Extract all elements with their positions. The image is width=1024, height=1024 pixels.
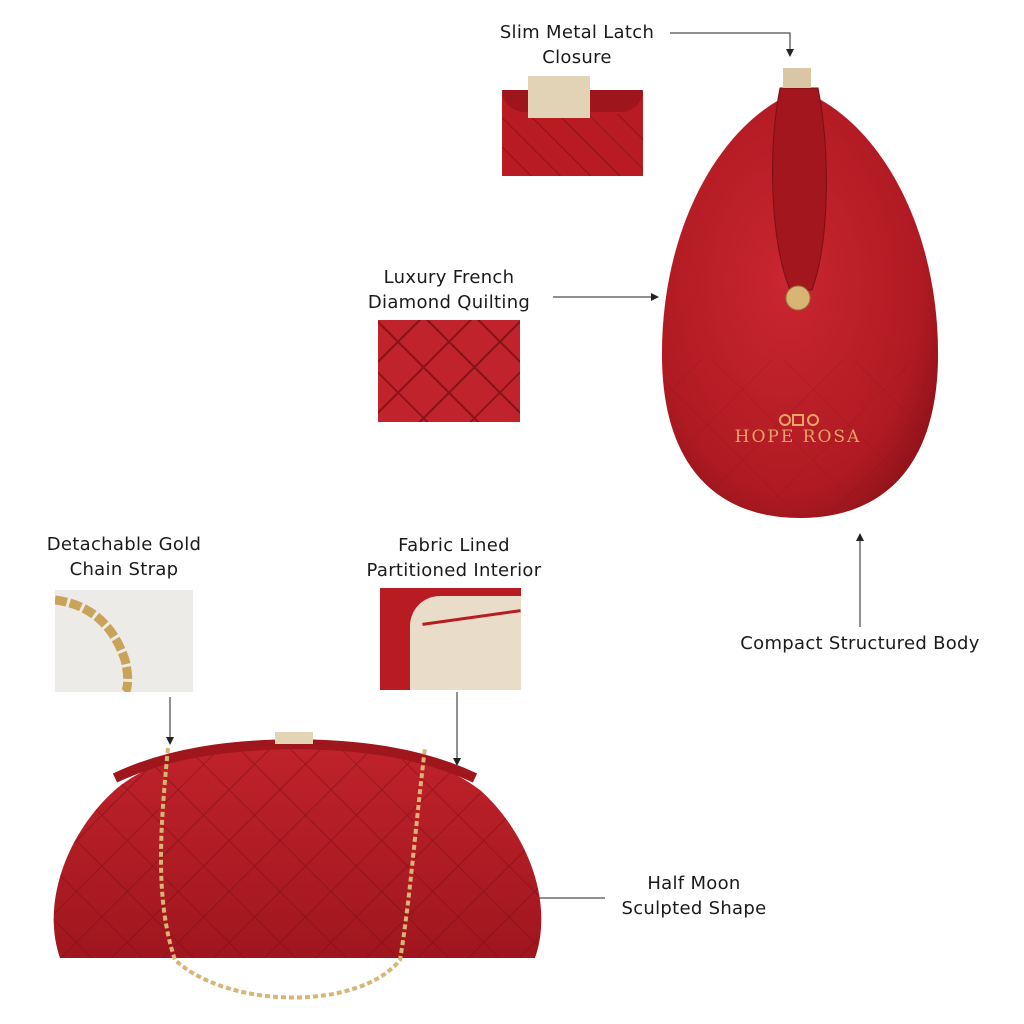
callout-text: Half Moon (647, 873, 741, 894)
callout-text: Slim Metal Latch (499, 22, 655, 43)
callout-text: Luxury French (383, 267, 515, 288)
interior-closeup-image (380, 588, 521, 690)
callout-interior: Fabric Lined Partitioned Interior (344, 533, 564, 583)
chain-closeup-image (55, 590, 193, 692)
chain-strap (158, 747, 427, 1000)
latch-closeup-image (502, 68, 643, 176)
callout-text: Fabric Lined (398, 535, 510, 556)
callout-text: Detachable Gold (46, 534, 202, 555)
metal-latch (275, 732, 313, 744)
connector-lines (166, 32, 864, 902)
callout-text: Diamond Quilting (367, 292, 531, 313)
callout-chain: Detachable Gold Chain Strap (24, 532, 224, 582)
callout-shape: Half Moon Sculpted Shape (594, 871, 794, 921)
callout-text: Sculpted Shape (621, 898, 767, 919)
callout-text: Compact Structured Body (740, 633, 980, 654)
side-view-bag: HOPE ROSA (661, 68, 939, 518)
callout-latch: Slim Metal Latch Closure (477, 20, 677, 70)
latch-connector (670, 32, 794, 57)
half-moon-bag (53, 732, 542, 1000)
quilting-closeup-image (378, 320, 520, 422)
callout-text: Chain Strap (69, 559, 179, 580)
callout-quilting: Luxury French Diamond Quilting (349, 265, 549, 315)
brand-logo: HOPE ROSA (735, 427, 862, 447)
callout-text: Closure (542, 47, 612, 68)
callout-body: Compact Structured Body (720, 631, 1000, 656)
latch-clasp (783, 68, 811, 88)
callout-text: Partitioned Interior (366, 560, 542, 581)
